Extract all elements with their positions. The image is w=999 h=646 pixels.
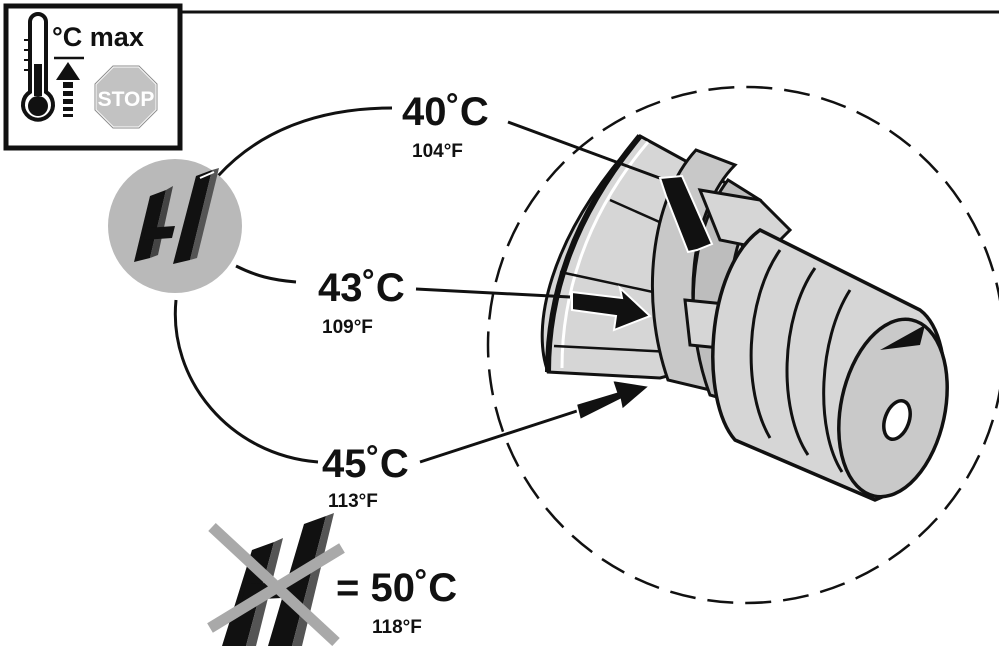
callout-109f: 109°F bbox=[322, 317, 373, 338]
stop-sign-icon: STOP bbox=[93, 64, 159, 130]
max-unit-label: °C max bbox=[52, 22, 144, 52]
callout-40c: 40˚C bbox=[402, 90, 489, 134]
bristle-indicator-icon bbox=[108, 159, 242, 293]
up-arrow-icon bbox=[56, 62, 80, 117]
thermometer-icon bbox=[21, 12, 55, 122]
callout-43c: 43˚C bbox=[318, 266, 405, 310]
callout-45c: 45˚C bbox=[322, 442, 409, 486]
max-temp-box: °C max STOP bbox=[3, 3, 183, 151]
magnified-part-illustration bbox=[540, 134, 949, 502]
pointer-arrows bbox=[415, 120, 714, 464]
limit-118f: 118°F bbox=[372, 617, 422, 638]
callout-104f: 104°F bbox=[412, 141, 463, 162]
crossed-indicator-icon bbox=[207, 513, 345, 646]
magnifier-circle bbox=[486, 85, 999, 605]
arrow-43 bbox=[571, 285, 652, 332]
callout-113f: 113°F bbox=[328, 491, 378, 512]
arrow-40 bbox=[658, 174, 714, 254]
stop-sign-text: STOP bbox=[98, 88, 155, 111]
arrow-45 bbox=[574, 378, 653, 422]
limit-50c: = 50˚C bbox=[336, 566, 458, 610]
connector-arcs bbox=[173, 106, 393, 464]
